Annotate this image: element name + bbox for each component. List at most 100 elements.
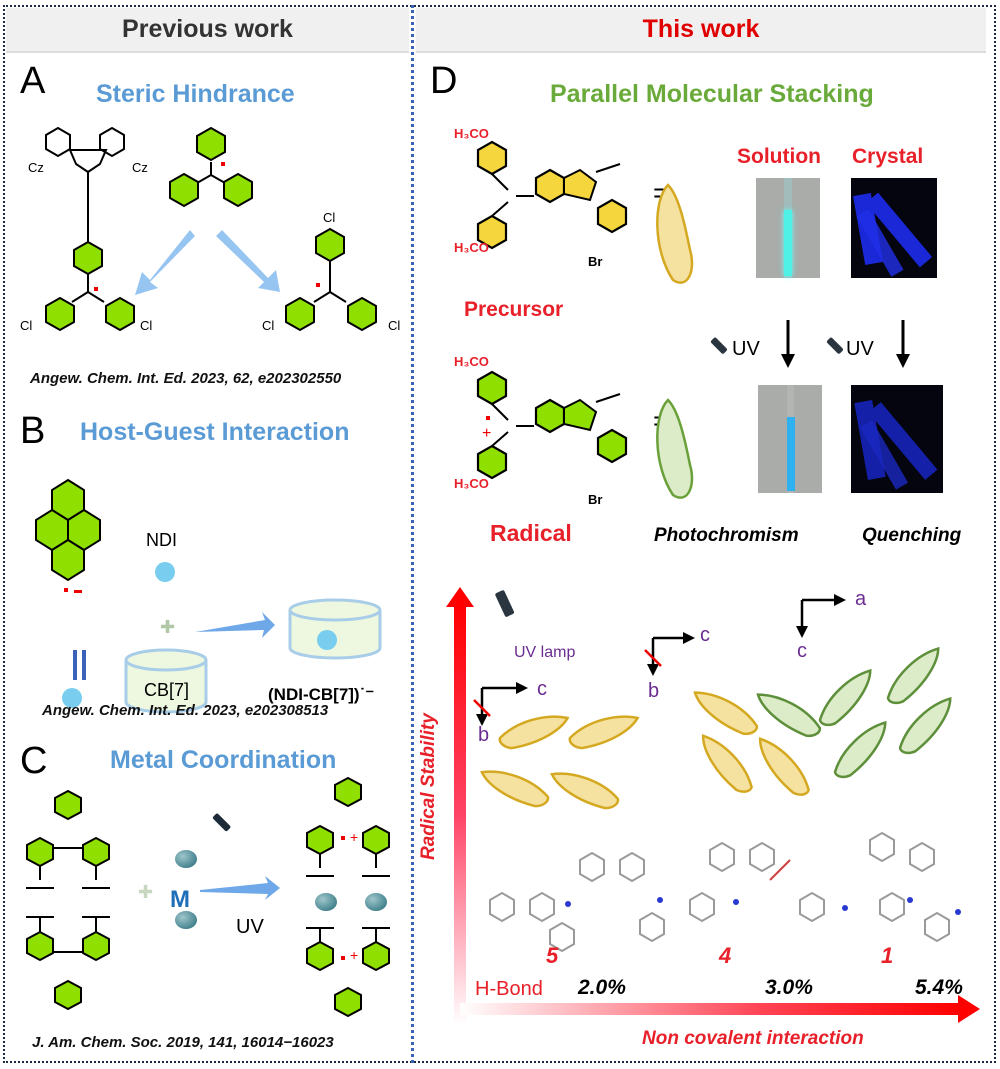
radical-leaf-icon [656,398,694,499]
cz-label-right: Cz [132,160,148,175]
solution-photo-precursor [756,178,820,278]
bromo-label: Br [588,254,603,269]
svg-text:+: + [482,425,491,442]
photochromism-label: Photochromism [654,525,799,546]
panel-b-letter: B [20,410,46,452]
panel-c-title: Metal Coordination [110,746,337,774]
cz-substituted-ttm [45,127,135,331]
methoxy-label: H₃CO [454,354,489,369]
arrow-down-icon [896,320,910,368]
panel-c-letter: C [20,740,48,782]
y-axis-arrow [446,587,474,1025]
metal-ion [175,850,197,868]
figure-frame [3,5,996,1063]
compound-number: 5 [546,943,559,968]
axis-label-c: c [700,624,710,646]
panel-d-letter: D [430,60,458,102]
complex-label: (NDI-CB[7])˙⁻ [268,685,375,704]
arrow-right-icon [195,612,275,638]
methoxy-label: H₃CO [454,476,489,491]
precursor-structure [476,140,628,250]
packing-4 [689,841,848,923]
ndi-guest-circle [155,562,175,582]
svg-text:+: + [350,829,358,845]
solution-photo-radical [758,385,822,493]
steric-hindrance-scheme [45,127,377,331]
methoxy-label: H₃CO [454,240,489,255]
cl-label: Cl [20,318,33,333]
plus-icon: ✚ [138,882,153,902]
arrow-right-icon [216,230,280,292]
solution-label: Solution [737,145,821,168]
ndi-label: NDI [146,530,177,550]
precursor-leaf-icon [656,183,694,284]
axis-triad-4 [644,632,695,676]
stack-4 [686,686,827,801]
precursor-label: Precursor [464,298,564,321]
uv-label: UV [732,338,760,360]
cl-label: Cl [140,318,153,333]
triarylamine-top [26,790,110,889]
methoxy-label: H₃CO [454,126,489,141]
radical-circle [62,688,82,708]
flashlight-icon [710,337,727,354]
cl-label: Cl [323,210,336,225]
axis-label-a: a [855,588,867,610]
metal-ion [175,911,197,929]
crystal-label: Crystal [852,145,924,168]
x-axis-arrow [460,995,980,1023]
trityl-radical [169,127,253,207]
metal-coordination-scheme: ✚ + + [26,777,390,1017]
cb7-label: CB[7] [144,680,190,700]
previous-work-header: Previous work [6,8,409,53]
stability-axes [446,587,980,1025]
crystal-photo-precursor [851,178,937,278]
panel-a-title: Steric Hindrance [96,80,295,108]
axis-label-c: c [537,678,547,700]
panel-c-reference: J. Am. Chem. Soc. 2019, 141, 16014−16023 [32,1034,334,1051]
ndi-molecule [35,478,101,593]
ttm-radical [285,228,377,331]
radical-structure: + [476,370,628,480]
axis-label-b: b [478,724,490,746]
hbond-value: 3.0% [765,976,813,999]
panel-b-reference: Angew. Chem. Int. Ed. 2023, e202308513 [42,702,329,719]
plus-icon: ✚ [160,617,175,637]
axis-triad-5 [473,682,528,726]
x-axis-label: Non covalent interaction [642,1028,864,1049]
uv-lamp-label: UV lamp [514,644,576,661]
cb7-host [124,648,208,714]
axis-label-c: c [797,640,807,662]
this-work-header: This work [416,8,986,53]
equals-bar [73,650,77,680]
cl-label: Cl [262,318,275,333]
radical-cation-dimer: + + [306,777,390,1017]
svg-text:+: + [350,947,358,963]
bromo-label: Br [588,492,603,507]
panel-d-title: Parallel Molecular Stacking [550,80,874,108]
uv-label: UV [846,338,874,360]
uv-label: UV [236,916,264,938]
triarylamine-bottom [26,916,110,1010]
host-guest-scheme: ✚ [35,478,382,714]
panel-b-title: Host-Guest Interaction [80,418,350,446]
cz-label-left: Cz [28,160,44,175]
metal-label: M [170,886,190,913]
stack-5 [475,712,643,812]
crystal-photo-radical [851,385,943,493]
radical-label: Radical [490,520,572,546]
cl-label: Cl [388,318,401,333]
stack-1 [810,643,964,784]
panel-divider [411,5,414,1063]
panel-a-letter: A [20,60,46,102]
flashlight-icon [212,813,231,832]
molecular-stacking-diagram [475,643,964,812]
packing-1 [869,831,961,943]
packing-5 [489,851,665,953]
compound-number: 1 [881,943,894,968]
radical-dot [221,162,225,166]
axis-triad-1 [796,594,846,638]
arrow-down-icon [781,320,795,368]
hbond-value: 5.4% [915,976,963,999]
axis-label-b: b [648,680,660,702]
